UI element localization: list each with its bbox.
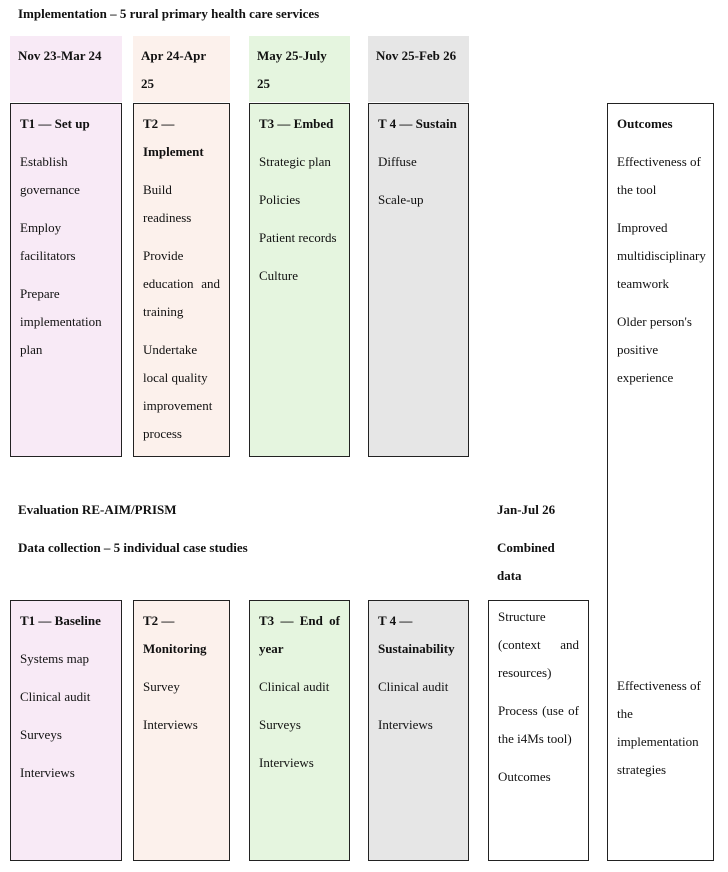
- phase-item: Clinical audit: [259, 679, 330, 694]
- phase-item: Surveys: [20, 727, 62, 742]
- phase-item: Undertake local quality improvement proc…: [143, 342, 213, 441]
- phase-title: T1 — Set up: [20, 116, 90, 131]
- implementation-phase-t4: T 4 — Sustain Diffuse Scale-up: [368, 103, 469, 457]
- phase-item: Interviews: [20, 765, 75, 780]
- phase-item: Strategic plan: [259, 154, 331, 169]
- phase-item: Clinical audit: [378, 679, 449, 694]
- outcome-item: Older person's positive experience: [617, 314, 692, 385]
- date-t4: Nov 25-Feb 26: [368, 36, 469, 102]
- evaluation-phase-t2: T2 — Monitoring Survey Interviews: [133, 600, 230, 861]
- phase-item: Prepare implementation plan: [20, 286, 102, 357]
- phase-title: T 4 — Sustainability: [378, 613, 455, 656]
- phase-item: Diffuse: [378, 154, 417, 169]
- phase-title: T3 — End of year: [259, 613, 340, 656]
- implementation-phase-t2: T2 — Implement Build readiness Provide e…: [133, 103, 230, 457]
- phase-item: Policies: [259, 192, 301, 207]
- evaluation-phase-t4: T 4 — Sustainability Clinical audit Inte…: [368, 600, 469, 861]
- phase-item: Surveys: [259, 717, 301, 732]
- phase-item: Interviews: [259, 755, 314, 770]
- phase-item: Provide education and training: [143, 248, 220, 319]
- combined-data-box: Structure (context and resources) Proces…: [488, 600, 589, 861]
- phase-item: Survey: [143, 679, 180, 694]
- phase-item: Interviews: [143, 717, 198, 732]
- phase-item: Culture: [259, 268, 298, 283]
- phase-item: Scale-up: [378, 192, 424, 207]
- date-t1: Nov 23-Mar 24: [10, 36, 122, 102]
- combined-item: Process (use of the i4Ms tool): [498, 703, 579, 746]
- phase-item: Employ facilitators: [20, 220, 76, 263]
- phase-title: T1 — Baseline: [20, 613, 101, 628]
- outcomes-title: Outcomes: [617, 116, 673, 131]
- phase-item: Patient records: [259, 230, 337, 245]
- implementation-phase-t1: T1 — Set up Establish governance Employ …: [10, 103, 122, 457]
- date-t2: Apr 24-Apr 25: [133, 36, 230, 102]
- outcome-item: Effectiveness of the implementation stra…: [617, 678, 701, 777]
- combined-item: Outcomes: [498, 769, 551, 784]
- phase-title: T2 — Monitoring: [143, 613, 207, 656]
- phase-item: Establish governance: [20, 154, 80, 197]
- outcomes-box: Outcomes Effectiveness of the tool Impro…: [607, 103, 714, 861]
- date-t3: May 25-July 25: [249, 36, 350, 102]
- evaluation-phase-t1: T1 — Baseline Systems map Clinical audit…: [10, 600, 122, 861]
- combined-heading: Combined data: [497, 540, 555, 583]
- phase-title: T 4 — Sustain: [378, 116, 457, 131]
- outcome-item: Effectiveness of the tool: [617, 154, 701, 197]
- evaluation-heading: Evaluation RE-AIM/PRISM: [18, 502, 177, 517]
- evaluation-phase-t3: T3 — End of year Clinical audit Surveys …: [249, 600, 350, 861]
- phase-item: Interviews: [378, 717, 433, 732]
- implementation-phase-t3: T3 — Embed Strategic plan Policies Patie…: [249, 103, 350, 457]
- phase-title: T3 — Embed: [259, 116, 334, 131]
- phase-item: Build readiness: [143, 182, 192, 225]
- phase-item: Systems map: [20, 651, 89, 666]
- outcome-item: Improved multidisciplinary teamwork: [617, 220, 706, 291]
- phase-item: Clinical audit: [20, 689, 91, 704]
- data-collection-heading: Data collection – 5 individual case stud…: [18, 540, 248, 555]
- combined-item: Structure (context and resources): [498, 609, 579, 680]
- phase-title: T2 — Implement: [143, 116, 204, 159]
- combined-date: Jan-Jul 26: [497, 502, 556, 517]
- implementation-heading: Implementation – 5 rural primary health …: [18, 6, 320, 21]
